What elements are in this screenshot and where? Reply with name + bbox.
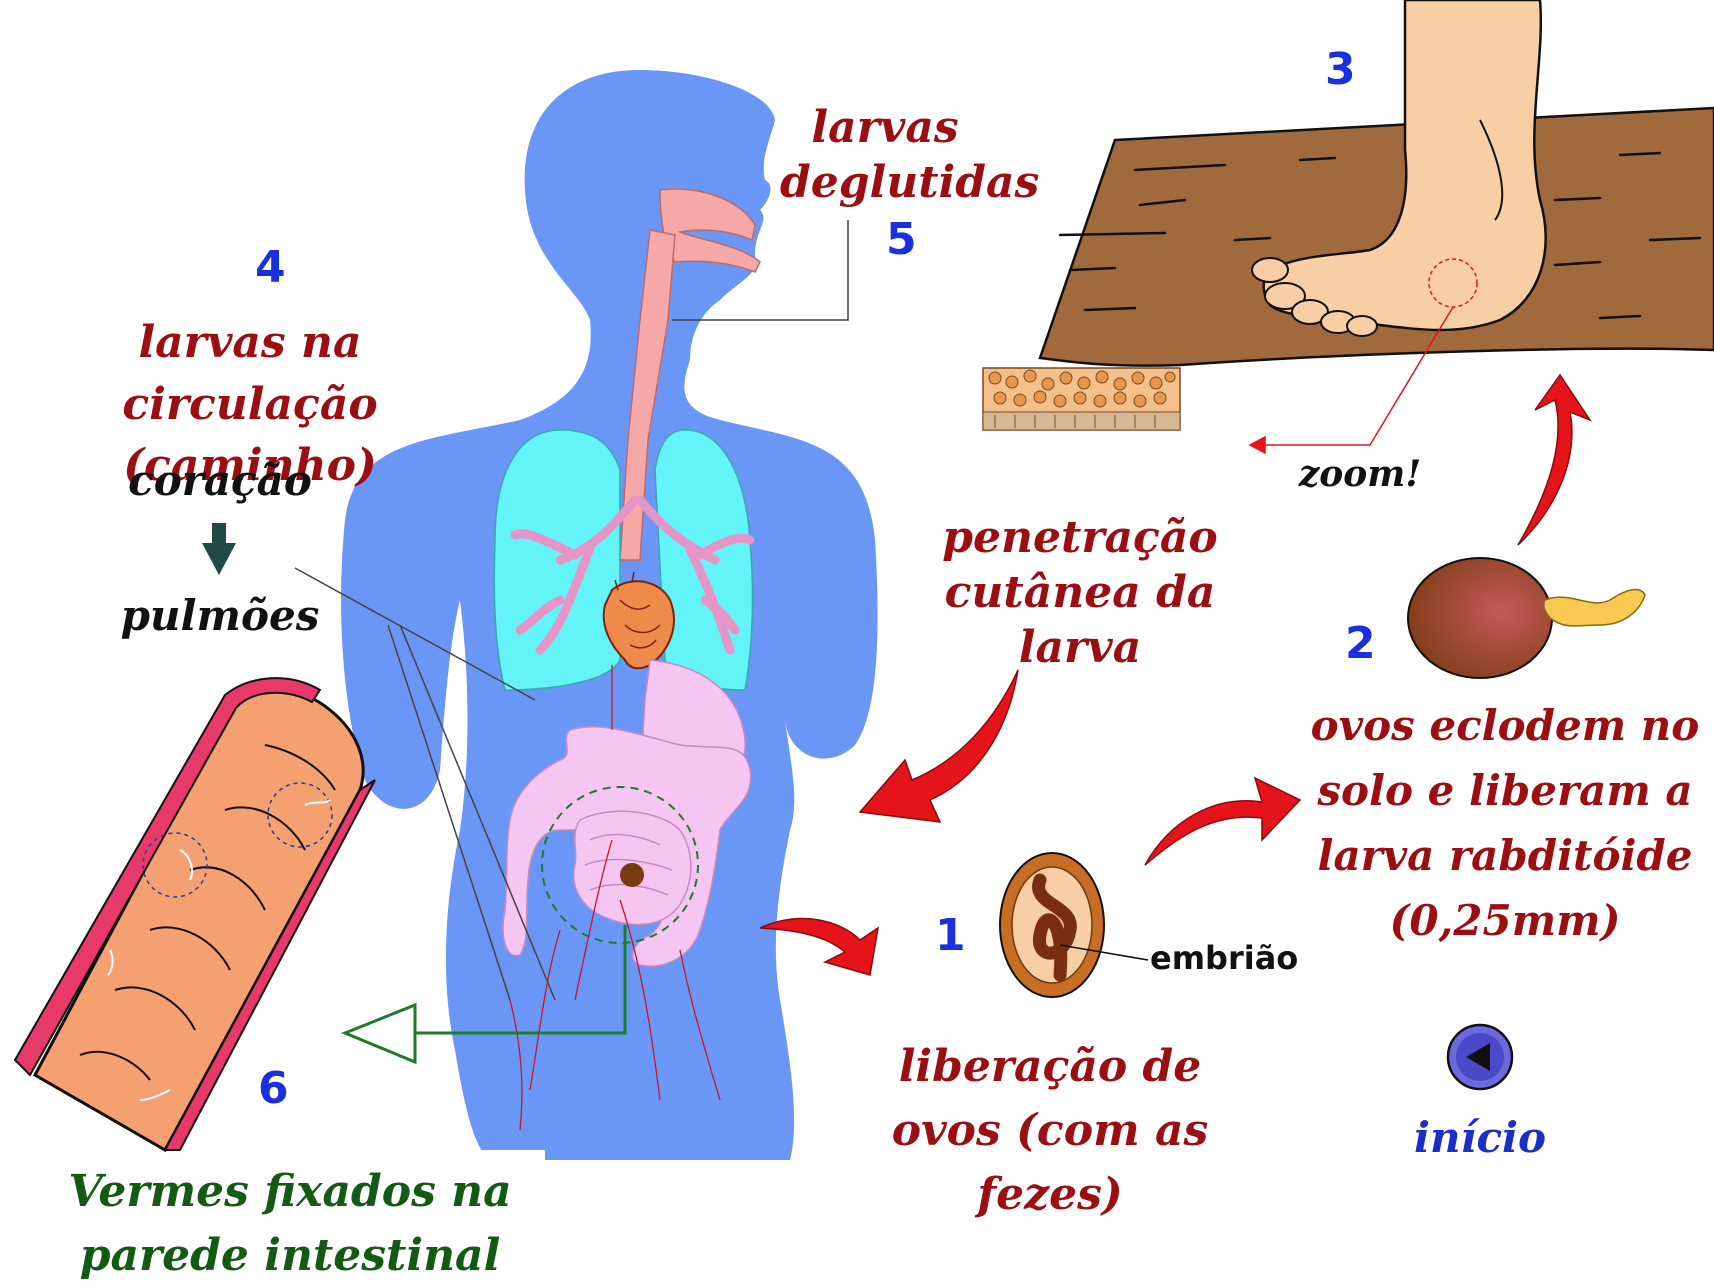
penetration-label-line: penetração [880,510,1280,565]
step-2-label: ovos eclodem no solo e liberam a larva r… [1300,693,1710,953]
step-1-label-line: ovos (com as [890,1099,1210,1163]
skin-cells-zoom [983,368,1180,430]
zoom-label: zoom! [1290,452,1430,497]
adult-worm-site [620,863,644,887]
egg-with-embryo [1000,853,1148,997]
back-button[interactable] [1448,1025,1512,1089]
penetration-label-line: cutânea da larva [880,565,1280,675]
step-4-label-line: larvas na circulação [15,312,485,435]
step-1-label: liberação de ovos (com as fezes) [890,1035,1210,1226]
step-6-label-line: parede intestinal [60,1224,520,1288]
step-2-label-line: (0,25mm) [1300,888,1710,953]
step-5-label-line: larvas [780,100,990,155]
step-2-label-line: solo e liberam a [1300,758,1710,823]
start-link[interactable]: início [1390,1112,1570,1165]
step-2-label-line: larva rabditóide [1300,823,1710,888]
heart-label: coração [110,455,330,508]
penetration-label: penetração cutânea da larva [880,510,1280,675]
step-1-label-line: liberação de [890,1035,1210,1099]
embryo-label: embrião [1150,938,1320,978]
step-5-label-line: deglutidas [780,155,990,210]
step-6-number: 6 [258,1063,289,1114]
intestinal-wall-panel [15,678,375,1150]
lungs-label: pulmões [110,590,330,643]
step-6-label-line: Vermes fixados na [60,1160,520,1224]
down-arrow-icon [202,523,236,575]
step-6-label: Vermes fixados na parede intestinal [60,1160,520,1288]
step-2-number: 2 [1345,618,1376,669]
step-4-number: 4 [255,242,286,293]
step-5-number: 5 [886,214,917,265]
step-3-number: 3 [1325,44,1356,95]
step-2-label-line: ovos eclodem no [1300,693,1710,758]
step-1-label-line: fezes) [890,1163,1210,1227]
step-5-label: larvas deglutidas [780,100,990,210]
hatching-egg [1408,558,1645,678]
step-1-number: 1 [935,910,966,961]
